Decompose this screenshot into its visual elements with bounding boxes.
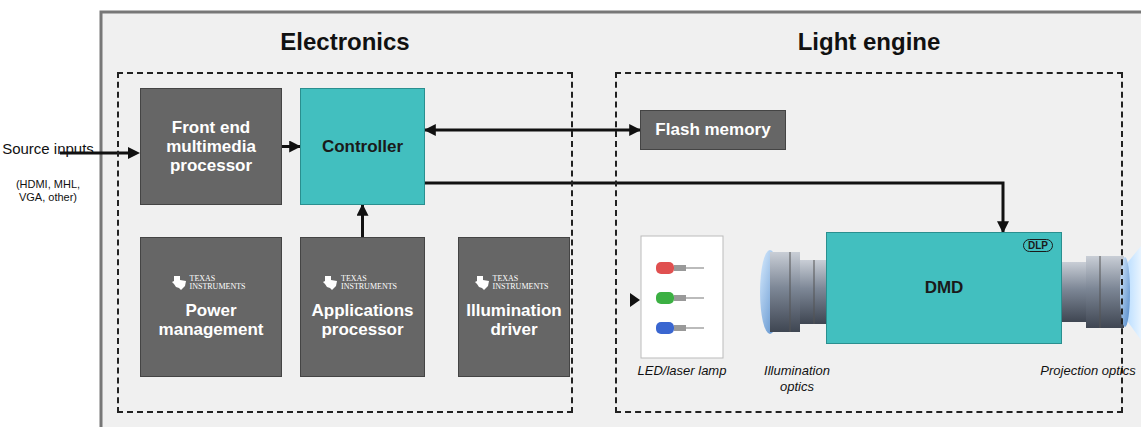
connector xyxy=(425,129,640,132)
led-symbols xyxy=(656,262,704,334)
illumination-lens xyxy=(760,250,828,334)
ti-chip-box: TEXAS INSTRUMENTS Illumination driver xyxy=(458,237,570,377)
ti-logo: TEXAS INSTRUMENTS xyxy=(474,275,555,292)
connector xyxy=(425,183,1003,232)
box-label: Illumination driver xyxy=(463,301,565,339)
box-label: Power management xyxy=(145,301,277,339)
ti-logo-text: TEXAS INSTRUMENTS xyxy=(341,275,403,292)
ti-chip-box: TEXAS INSTRUMENTS Applications processor xyxy=(300,237,425,377)
ti-logo-text: TEXAS INSTRUMENTS xyxy=(493,275,555,292)
ti-chip-box: TEXAS INSTRUMENTS Power management xyxy=(140,237,282,377)
controller-box: Controller xyxy=(300,88,425,205)
box-label: Front end multimedia processor xyxy=(145,118,277,175)
memory-box: Flash memory xyxy=(640,110,786,150)
ti-logo-icon xyxy=(474,275,490,291)
ti-logo-icon xyxy=(322,275,338,291)
dlp-logo: DLP xyxy=(1023,239,1053,252)
arrow-head xyxy=(128,147,140,159)
ti-logo: TEXAS INSTRUMENTS xyxy=(322,275,403,292)
ti-logo: TEXAS INSTRUMENTS xyxy=(171,275,252,292)
box-label: DMD xyxy=(925,278,964,297)
text-label: (HDMI, MHL, VGA, other) xyxy=(2,178,94,203)
box-label: Applications processor xyxy=(305,301,420,339)
ti-logo-icon xyxy=(171,275,187,291)
region-heading: Light engine xyxy=(617,28,1121,56)
lamp-card xyxy=(641,236,723,358)
region-heading: Electronics xyxy=(119,28,571,56)
text-label: Projection optics xyxy=(1040,363,1136,379)
text-label: LED/laser lamp xyxy=(632,363,732,379)
connector xyxy=(282,145,300,148)
light-engine-region: Light engineFlash memoryDLPDMD xyxy=(615,72,1123,413)
box-label: Controller xyxy=(322,137,403,156)
dmd-chip: DLP DMD xyxy=(826,232,1062,344)
electronics-region: ElectronicsFront end multimedia processo… xyxy=(117,72,573,413)
text-label: Illumination optics xyxy=(752,363,842,394)
box-label: Flash memory xyxy=(655,120,770,139)
processor-box: Front end multimedia processor xyxy=(140,88,282,205)
text-label: Source inputs xyxy=(2,140,94,157)
projection-lens xyxy=(1062,256,1130,328)
lamp-arrow xyxy=(630,293,640,307)
outer-panel xyxy=(101,12,1141,427)
ti-logo-text: TEXAS INSTRUMENTS xyxy=(190,275,252,292)
connector xyxy=(361,205,364,237)
